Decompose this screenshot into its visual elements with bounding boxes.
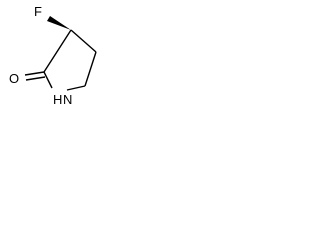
nitrogen-hydrogen-label: H (53, 92, 62, 107)
bond-c2-c3 (43, 29, 72, 73)
oxygen-atom-label: O (9, 71, 19, 86)
bond-n1-c2 (43, 71, 53, 89)
structure-canvas: F O H N (0, 0, 113, 130)
nitrogen-atom-label: N (63, 92, 72, 107)
bond-c5-n1 (66, 85, 86, 91)
fluorine-atom-label: F (34, 4, 42, 19)
wedge-bond-c3-f (47, 16, 71, 30)
bond-c2-o-b (25, 76, 46, 81)
bond-c4-c5 (84, 51, 97, 87)
bond-c2-o-a (24, 71, 45, 76)
bond-c3-c4 (70, 29, 97, 53)
molecule-structure: F O H N (9, 4, 97, 107)
